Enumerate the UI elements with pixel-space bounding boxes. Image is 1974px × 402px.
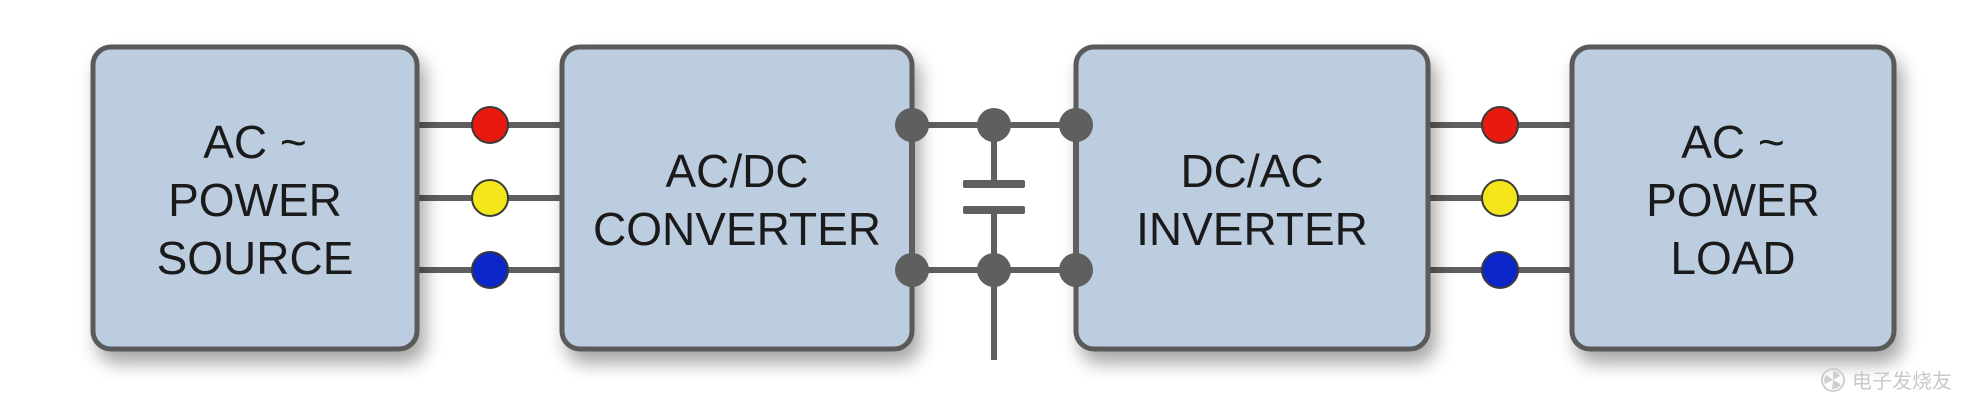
output-phase-dots [1481,106,1519,289]
label-line: CONVERTER [593,203,881,255]
block-ac-dc-converter-label: AC/DC CONVERTER [593,145,881,255]
watermark-text: 电子发烧友 [1852,369,1952,393]
capacitor-symbol [963,180,1025,214]
phase-dot-red [471,106,509,144]
node-dot [895,253,929,287]
phase-dot-yellow [1481,179,1519,217]
block-boxes [90,44,1897,352]
label-line: AC ~ [203,116,307,168]
input-phase-dots [471,106,509,289]
block-ac-dc-converter-box [559,44,915,352]
phase-dot-red [1481,106,1519,144]
fan-logo-icon [1821,367,1845,392]
label-line: DC/AC [1180,145,1323,197]
block-ac-power-source-label: AC ~ POWER SOURCE [157,116,354,284]
block-ac-power-source-box [90,44,420,352]
dc-bus-bars [909,125,1079,270]
node-dot [977,253,1011,287]
label-line: AC/DC [665,145,808,197]
label-line: INVERTER [1136,203,1368,255]
label-line: POWER [168,174,342,226]
node-dot [1059,108,1093,142]
phase-dot-yellow [471,179,509,217]
block-ac-power-load-label: AC ~ POWER LOAD [1646,116,1820,284]
label-line: POWER [1646,174,1820,226]
watermark: 电子发烧友 [1820,365,1952,394]
node-dot [977,108,1011,142]
phase-dot-blue [1481,251,1519,289]
dc-link-wires [912,122,1076,360]
label-line: SOURCE [157,232,354,284]
node-dot [1059,253,1093,287]
label-line: LOAD [1670,232,1795,284]
block-dc-ac-inverter-box [1073,44,1431,352]
block-dc-ac-inverter-label: DC/AC INVERTER [1136,145,1368,255]
label-line: AC ~ [1681,116,1785,168]
phase-dot-blue [471,251,509,289]
block-ac-power-load-box [1569,44,1897,352]
node-dot [895,108,929,142]
dc-link-nodes [895,108,1093,287]
